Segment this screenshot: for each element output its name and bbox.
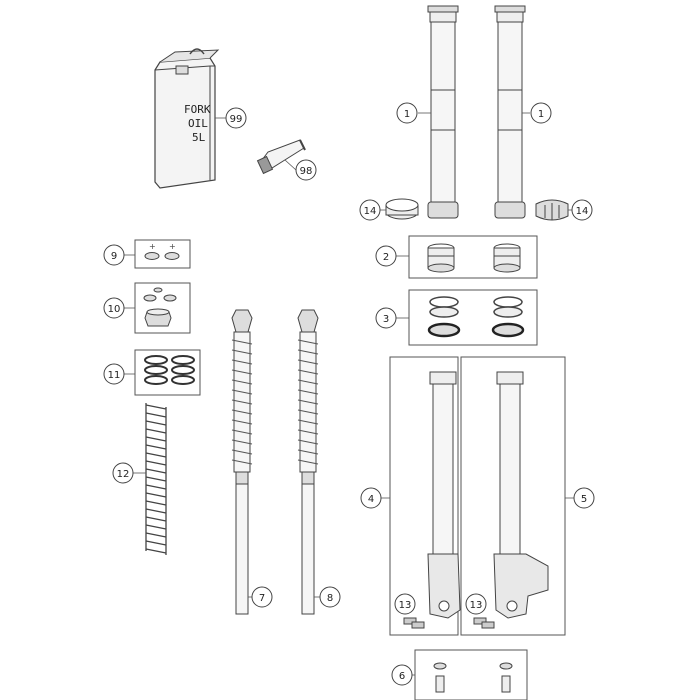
callout-14b: 14 — [571, 199, 593, 221]
box-fork-leg-right — [460, 356, 566, 636]
svg-text:14: 14 — [576, 206, 589, 217]
svg-text:99: 99 — [230, 114, 243, 125]
callout-99: 99 — [225, 107, 247, 129]
callout-98: 98 — [295, 159, 317, 181]
svg-text:13: 13 — [399, 600, 412, 611]
svg-text:+: + — [169, 242, 176, 251]
callout-14a: 14 — [359, 199, 381, 221]
screws-9: + + — [144, 242, 180, 260]
svg-text:98: 98 — [300, 166, 313, 177]
fork-oil-can: FORK OIL 5L — [154, 48, 220, 189]
callout-3: 3 — [375, 307, 397, 329]
svg-text:7: 7 — [259, 593, 265, 604]
callout-1b: 1 — [530, 102, 552, 124]
fork-leg-right — [493, 371, 549, 619]
outer-tube-left — [427, 5, 459, 219]
callout-12: 12 — [112, 462, 134, 484]
axle-clamp-bolts — [403, 617, 495, 629]
callout-13b: 13 — [465, 593, 487, 615]
callout-2: 2 — [375, 245, 397, 267]
bottom-bolts — [433, 662, 513, 693]
svg-text:6: 6 — [399, 671, 405, 682]
callout-1a: 1 — [396, 102, 418, 124]
callout-4: 4 — [360, 487, 382, 509]
outer-tube-right — [494, 5, 526, 219]
svg-text:4: 4 — [368, 494, 374, 505]
svg-text:8: 8 — [327, 593, 333, 604]
box-screws-9 — [134, 239, 191, 269]
fork-protector-clamp-left — [385, 198, 419, 220]
oil-can-label-2: OIL — [188, 117, 208, 130]
svg-text:9: 9 — [111, 251, 117, 262]
callout-7: 7 — [251, 586, 273, 608]
fork-leg-left — [427, 371, 461, 619]
svg-text:13: 13 — [470, 600, 483, 611]
callout-13a: 13 — [394, 593, 416, 615]
fork-spring — [145, 403, 167, 555]
plugs-10 — [143, 287, 177, 327]
svg-text:11: 11 — [108, 370, 121, 381]
svg-text:2: 2 — [383, 252, 389, 263]
svg-text:14: 14 — [364, 206, 377, 217]
svg-text:1: 1 — [404, 109, 410, 120]
callout-5: 5 — [573, 487, 595, 509]
oil-can-label-3: 5L — [192, 131, 206, 144]
callout-6: 6 — [391, 664, 413, 686]
box-fork-leg-left — [389, 356, 459, 636]
seals — [427, 296, 525, 338]
svg-text:1: 1 — [538, 109, 544, 120]
bushings — [427, 243, 521, 273]
svg-text:5: 5 — [581, 494, 587, 505]
svg-text:+: + — [149, 242, 156, 251]
washers-11 — [144, 355, 195, 385]
cartridge-left — [231, 309, 253, 615]
svg-text:3: 3 — [383, 314, 389, 325]
box-bushings — [408, 235, 538, 279]
callout-10: 10 — [103, 297, 125, 319]
callout-9: 9 — [103, 244, 125, 266]
callout-11: 11 — [103, 363, 125, 385]
grease-tube — [256, 139, 306, 175]
box-washers-11 — [134, 349, 201, 396]
callout-8: 8 — [319, 586, 341, 608]
svg-text:10: 10 — [108, 304, 121, 315]
svg-text:12: 12 — [117, 469, 130, 480]
cartridge-right — [297, 309, 319, 615]
oil-can-label-1: FORK — [184, 103, 211, 116]
fork-protector-clamp-right — [535, 199, 569, 221]
box-seals — [408, 289, 538, 346]
